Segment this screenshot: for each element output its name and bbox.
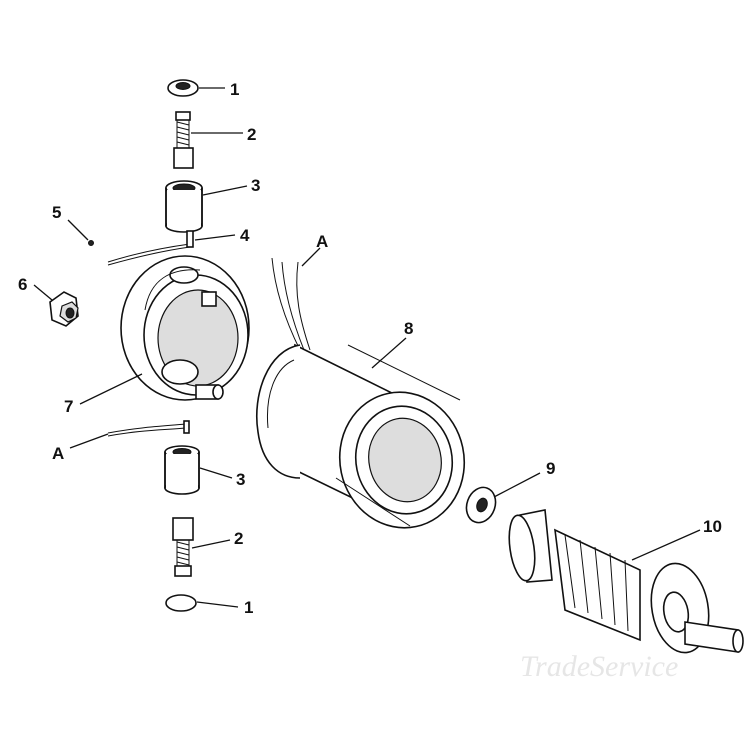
callout-6: 6 bbox=[18, 275, 27, 294]
watermark: TradeService bbox=[520, 650, 678, 683]
part-4-wire-connector bbox=[107, 230, 236, 266]
part-6-hex-nut bbox=[33, 284, 79, 327]
part-8-stator bbox=[256, 337, 466, 529]
part-3-top-brush-holder bbox=[165, 180, 248, 233]
callout-4: 4 bbox=[240, 226, 250, 245]
callout-3-top: 3 bbox=[251, 176, 260, 195]
part-5-small-screw bbox=[67, 219, 94, 246]
part-2-bottom-brush-spring bbox=[172, 517, 231, 577]
callout-8: 8 bbox=[404, 319, 413, 338]
callout-1-bottom: 1 bbox=[244, 598, 253, 617]
callout-2-top: 2 bbox=[247, 125, 256, 144]
callout-a-top: A bbox=[316, 232, 328, 251]
callout-5: 5 bbox=[52, 203, 61, 222]
callout-10: 10 bbox=[703, 517, 722, 536]
part-1-top-brush-cap bbox=[167, 79, 225, 97]
part-2-top-brush-spring bbox=[173, 111, 243, 169]
part-9-washer bbox=[465, 472, 541, 524]
wire-a-bottom bbox=[69, 420, 190, 449]
callout-7: 7 bbox=[64, 397, 73, 416]
part-3-bottom-brush-holder bbox=[164, 445, 233, 495]
callout-3-bottom: 3 bbox=[236, 470, 245, 489]
part-1-bottom-brush-cap bbox=[165, 594, 239, 612]
part-10-armature bbox=[508, 509, 744, 654]
callout-a-bottom: A bbox=[52, 444, 64, 463]
part-7-brush-housing bbox=[79, 255, 250, 405]
callout-1-top: 1 bbox=[230, 80, 239, 99]
callout-2-bottom: 2 bbox=[234, 529, 243, 548]
callout-9: 9 bbox=[546, 459, 555, 478]
wire-a-top bbox=[271, 247, 321, 351]
